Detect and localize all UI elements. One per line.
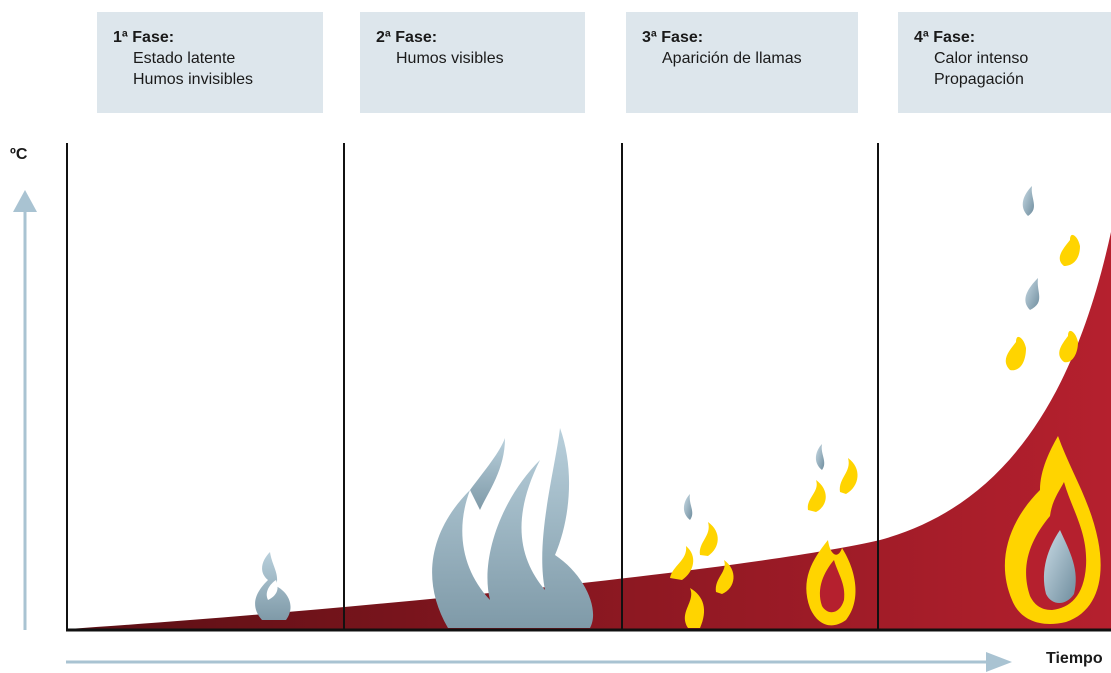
medium-flame-icon: [806, 444, 857, 625]
x-axis-arrow: [66, 652, 1012, 672]
y-axis-label: ºC: [10, 146, 27, 164]
phase-dividers: [67, 143, 878, 630]
y-axis-arrow: [13, 190, 37, 630]
x-axis-label: Tiempo: [1046, 650, 1103, 668]
rising-embers-icon: [1006, 186, 1080, 370]
small-smoke-icon: [255, 552, 290, 620]
large-smoke-icon: [432, 428, 593, 628]
temperature-curve: [68, 232, 1111, 630]
